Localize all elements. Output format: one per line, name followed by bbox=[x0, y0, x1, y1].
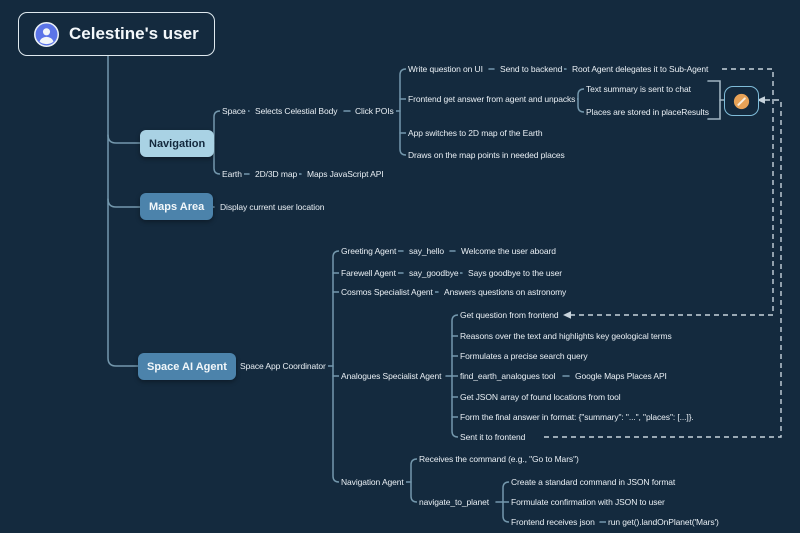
node-greeting-agent[interactable]: Greeting Agent bbox=[339, 245, 399, 257]
node-frontend-get-answer[interactable]: Frontend get answer from agent and unpac… bbox=[406, 93, 578, 105]
node-space[interactable]: Space bbox=[220, 105, 248, 117]
node-root-agent-delegates[interactable]: Root Agent delegates it to Sub-Agent bbox=[570, 63, 711, 75]
user-icon bbox=[34, 21, 59, 47]
node-create-json-command[interactable]: Create a standard command in JSON format bbox=[509, 476, 678, 488]
node-farewell-agent[interactable]: Farewell Agent bbox=[339, 267, 398, 279]
node-get-json-array[interactable]: Get JSON array of found locations from t… bbox=[458, 391, 623, 403]
orange-coin-icon bbox=[733, 93, 750, 109]
node-cosmos-agent[interactable]: Cosmos Specialist Agent bbox=[339, 286, 435, 298]
dashed-arrowheads bbox=[563, 96, 765, 319]
node-get-question-frontend[interactable]: Get question from frontend bbox=[458, 309, 561, 321]
node-navigate-to-planet[interactable]: navigate_to_planet bbox=[417, 496, 492, 508]
node-app-switches-2d[interactable]: App switches to 2D map of the Earth bbox=[406, 127, 545, 139]
dashed-line-delegate-to-question bbox=[571, 68, 774, 316]
dashed-feedback-lines bbox=[544, 68, 782, 438]
node-display-location[interactable]: Display current user location bbox=[218, 201, 327, 213]
node-earth[interactable]: Earth bbox=[220, 168, 244, 180]
node-text-summary-sent[interactable]: Text summary is sent to chat bbox=[584, 83, 693, 95]
node-navigation[interactable]: Navigation bbox=[140, 130, 215, 157]
node-selects-celestial-body[interactable]: Selects Celestial Body bbox=[253, 105, 340, 117]
node-says-goodbye-user[interactable]: Says goodbye to the user bbox=[466, 267, 564, 279]
node-reasons-geological[interactable]: Reasons over the text and highlights key… bbox=[458, 330, 674, 342]
arrowhead-badge bbox=[757, 96, 765, 104]
node-form-final-answer[interactable]: Form the final answer in format: {"summa… bbox=[458, 411, 696, 423]
node-receives-command[interactable]: Receives the command (e.g., "Go to Mars"… bbox=[417, 453, 581, 465]
node-2d3d-map[interactable]: 2D/3D map bbox=[253, 168, 300, 180]
node-agent-badge[interactable] bbox=[724, 86, 759, 116]
node-draws-points[interactable]: Draws on the map points in needed places bbox=[406, 149, 567, 161]
node-maps-area-label: Maps Area bbox=[149, 200, 205, 213]
node-maps-js-api[interactable]: Maps JavaScript API bbox=[305, 168, 386, 180]
node-space-ai-agent[interactable]: Space AI Agent bbox=[138, 353, 236, 380]
node-analogues-agent[interactable]: Analogues Specialist Agent bbox=[339, 370, 444, 382]
node-navigation-agent[interactable]: Navigation Agent bbox=[339, 476, 406, 488]
node-frontend-receives-json[interactable]: Frontend receives json bbox=[509, 516, 597, 528]
node-space-app-coordinator[interactable]: Space App Coordinator bbox=[238, 360, 328, 372]
node-places-stored[interactable]: Places are stored in placeResults bbox=[584, 106, 711, 118]
arrowhead-get-question bbox=[563, 311, 571, 319]
grouping-bracket bbox=[707, 80, 725, 120]
dashed-line-frontend-to-badge bbox=[544, 99, 782, 438]
node-sent-to-frontend[interactable]: Sent it to frontend bbox=[458, 431, 528, 443]
node-say-goodbye[interactable]: say_goodbye bbox=[407, 267, 461, 279]
solid-connectors bbox=[107, 53, 607, 523]
node-maps-area[interactable]: Maps Area bbox=[140, 193, 214, 220]
node-space-ai-agent-label: Space AI Agent bbox=[147, 360, 227, 373]
node-write-question-on-ui[interactable]: Write question on UI bbox=[406, 63, 485, 75]
root-node-celestines-user[interactable]: Celestine's user bbox=[18, 12, 215, 56]
node-say-hello[interactable]: say_hello bbox=[407, 245, 447, 257]
node-click-pois[interactable]: Click POIs bbox=[353, 105, 396, 117]
node-find-earth-analogues-tool[interactable]: find_earth_analogues tool bbox=[458, 370, 558, 382]
node-navigation-label: Navigation bbox=[149, 137, 206, 150]
node-formulates-query[interactable]: Formulates a precise search query bbox=[458, 350, 590, 362]
node-welcome-aboard[interactable]: Welcome the user aboard bbox=[459, 245, 558, 257]
root-node-label: Celestine's user bbox=[69, 24, 199, 43]
node-google-maps-places-api[interactable]: Google Maps Places API bbox=[573, 370, 669, 382]
node-formulate-confirmation[interactable]: Formulate confirmation with JSON to user bbox=[509, 496, 667, 508]
node-send-to-backend[interactable]: Send to backend bbox=[498, 63, 565, 75]
node-answers-astronomy[interactable]: Answers questions on astronomy bbox=[442, 286, 569, 298]
node-run-land-on-planet[interactable]: run get().landOnPlanet('Mars') bbox=[606, 516, 721, 528]
